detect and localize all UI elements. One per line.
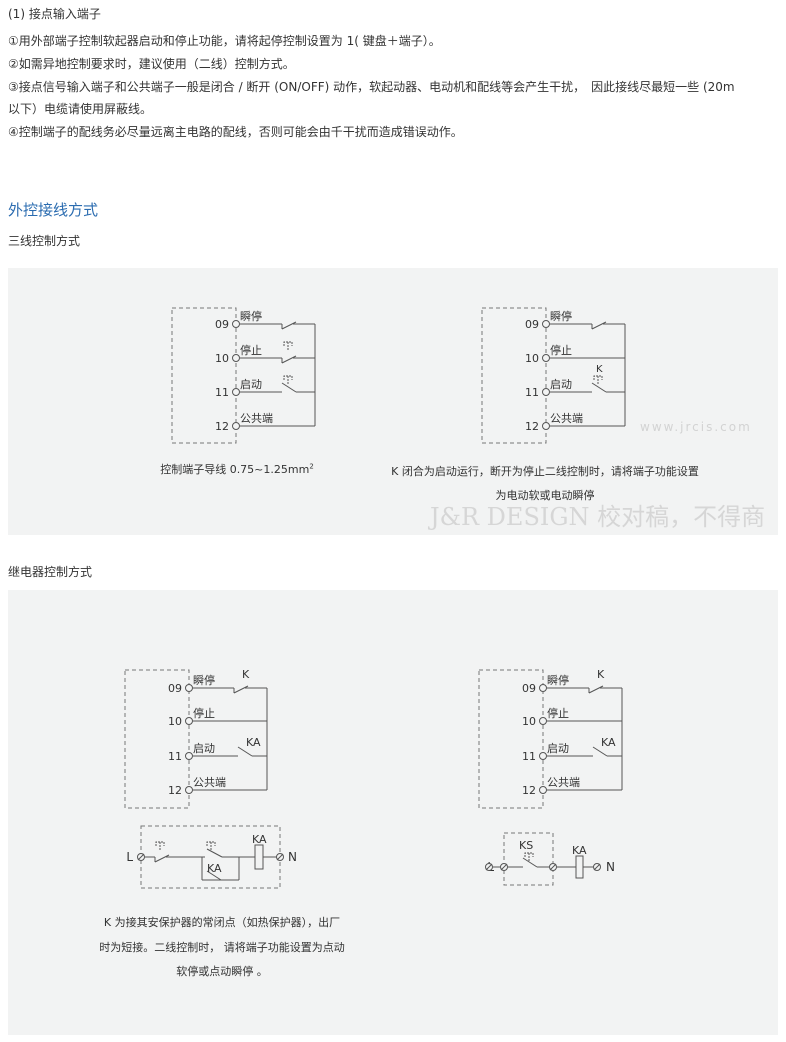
caption-text: 控制端子导线 0.75~1.25mm (160, 463, 310, 476)
relay-caption-3: 软停或点动瞬停 。 (176, 965, 268, 978)
section-title: 外控接线方式 (8, 201, 99, 219)
three-wire-panel (8, 268, 778, 535)
intro-line: ③接点信号输入端子和公共端子一般是闭合 / 断开 (ON/OFF) 动作，软起动… (8, 80, 735, 94)
three-wire-caption-right-2: 为电动软或电动瞬停 (495, 489, 595, 502)
intro-line: 以下）电缆请使用屏蔽线。 (8, 102, 153, 116)
relay-caption-2: 时为短接。二线控制时， 请将端子功能设置为点动 (99, 941, 345, 954)
three-wire-caption-left: 控制端子导线 0.75~1.25mm2 (160, 461, 314, 477)
intro-line: (1) 接点输入端子 (8, 7, 101, 21)
three-wire-title: 三线控制方式 (8, 234, 81, 248)
three-wire-caption-right-1: K 闭合为启动运行，断开为停止二线控制时，请将端子功能设置 (391, 465, 699, 478)
intro-line: ④控制端子的配线务必尽量远离主电路的配线，否则可能会由千干扰而造成错误动作。 (8, 125, 463, 139)
relay-caption-1: K 为接其安保护器的常闭点（如热保护器），出厂 (103, 916, 341, 929)
intro-line: ②如需异地控制要求时，建议使用（二线）控制方式。 (8, 57, 295, 71)
intro-line: ①用外部端子控制软起器启动和停止功能，请将起停控制设置为 1( 键盘＋端子）。 (8, 34, 441, 48)
caption-sup: 2 (309, 462, 314, 471)
relay-title: 继电器控制方式 (8, 565, 93, 579)
relay-panel (8, 590, 778, 1035)
